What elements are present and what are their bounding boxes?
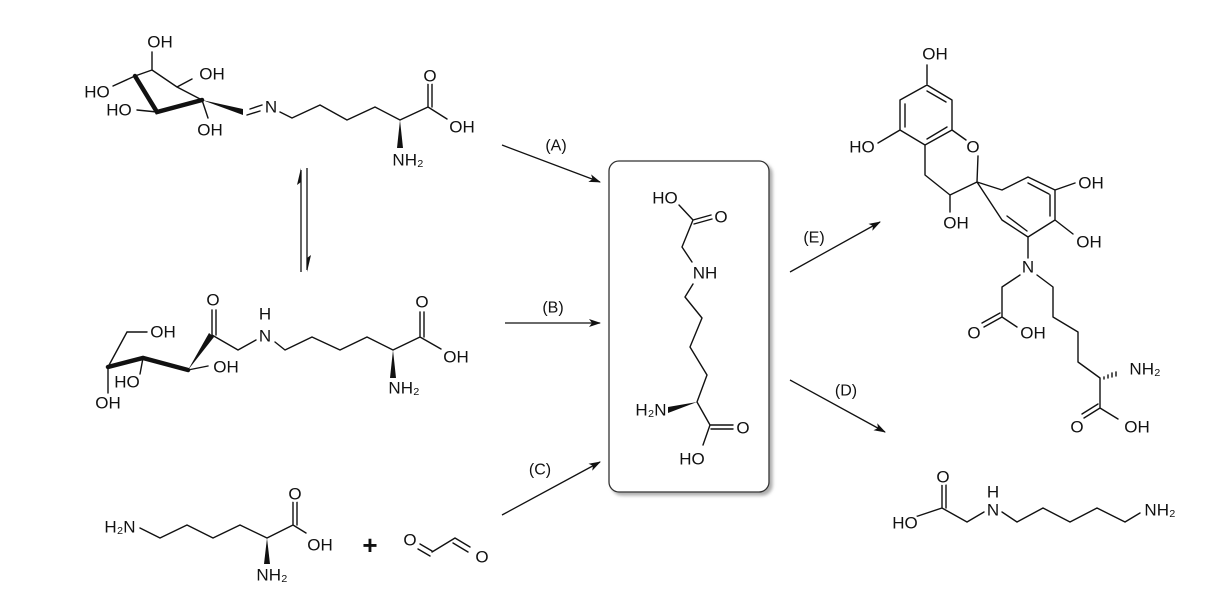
atom-label: HO	[114, 373, 140, 392]
atom-label: OH	[443, 348, 469, 367]
product-box	[608, 160, 770, 493]
atom-label: OH	[150, 323, 176, 342]
arrow-label-e: (E)	[803, 230, 824, 247]
atom-label: N	[1022, 258, 1034, 277]
atom-label: O	[206, 291, 219, 310]
molecule-decarboxylated-product: O H HO N NH₂	[890, 465, 1178, 535]
atom-label: N	[987, 501, 999, 520]
reaction-arrows: (A) (B) (C) (E) (D)	[501, 138, 886, 516]
arrow-e	[789, 221, 881, 273]
atom-label: NH₂	[392, 151, 423, 170]
atom-label: OH	[1124, 418, 1150, 437]
atom-label: O	[966, 138, 979, 157]
atom-label: N	[259, 327, 271, 346]
atom-label: HO	[679, 450, 705, 469]
equilibrium-arrows	[297, 168, 311, 272]
atom-label: NH₂	[1129, 360, 1160, 379]
atom-label: O	[288, 485, 301, 504]
atom-label: NH₂	[256, 566, 287, 585]
atom-label: O	[967, 324, 980, 343]
atom-label: H	[259, 305, 271, 324]
molecule-lysine-glyoxal: H₂N O OH NH₂ + O O	[102, 482, 491, 587]
atom-label: O	[936, 468, 949, 487]
atom-label: HO	[652, 189, 678, 208]
atom-label: OH	[307, 536, 333, 555]
atom-label: O	[714, 208, 727, 227]
atom-label: OH	[147, 33, 173, 52]
atom-label: OH	[197, 121, 223, 140]
arrow-label-d: (D)	[835, 383, 857, 400]
atom-label: OH	[1076, 233, 1102, 252]
arrow-d	[789, 379, 886, 433]
atom-label: NH	[693, 264, 718, 283]
atom-label: OH	[1078, 174, 1104, 193]
boxed-product-cml: HO O NH H₂N O HO	[608, 160, 770, 493]
atom-label: H	[987, 483, 999, 502]
molecule-epicatechin-adduct: OH HO O OH OH OH N O OH NH₂ O OH	[847, 42, 1163, 439]
atom-label: NH₂	[388, 379, 419, 398]
molecule-amadori-product: OH O H N OH HO OH O OH NH₂	[93, 288, 472, 415]
plus-sign: +	[362, 530, 377, 560]
atom-label: O	[1070, 418, 1083, 437]
atom-label: HO	[84, 83, 110, 102]
molecule-schiff-base: OH OH HO HO OH N O OH NH₂	[82, 30, 478, 172]
atom-label: OH	[922, 45, 948, 64]
atom-label: HO	[106, 101, 132, 120]
atom-label: H₂N	[104, 518, 135, 537]
atom-label: OH	[95, 394, 121, 413]
atom-label: NH₂	[1144, 501, 1175, 520]
atom-label: O	[475, 548, 488, 567]
arrow-label-a: (A)	[545, 138, 566, 155]
atom-label: O	[403, 531, 416, 550]
atom-label: HO	[892, 514, 918, 533]
atom-label: O	[423, 67, 436, 86]
atom-label: O	[415, 293, 428, 312]
atom-label: O	[736, 419, 749, 438]
arrow-a	[501, 144, 601, 183]
arrow-c	[501, 461, 601, 516]
atom-label: OH	[199, 65, 225, 84]
atom-label: OH	[449, 118, 475, 137]
atom-label: N	[265, 98, 277, 117]
atom-label: OH	[213, 358, 239, 377]
atom-label: HO	[849, 138, 875, 157]
arrow-label-c: (C)	[529, 462, 551, 479]
atom-label: OH	[1020, 324, 1046, 343]
atom-label: H₂N	[635, 401, 666, 420]
atom-label: OH	[943, 214, 969, 233]
arrow-label-b: (B)	[542, 300, 563, 317]
